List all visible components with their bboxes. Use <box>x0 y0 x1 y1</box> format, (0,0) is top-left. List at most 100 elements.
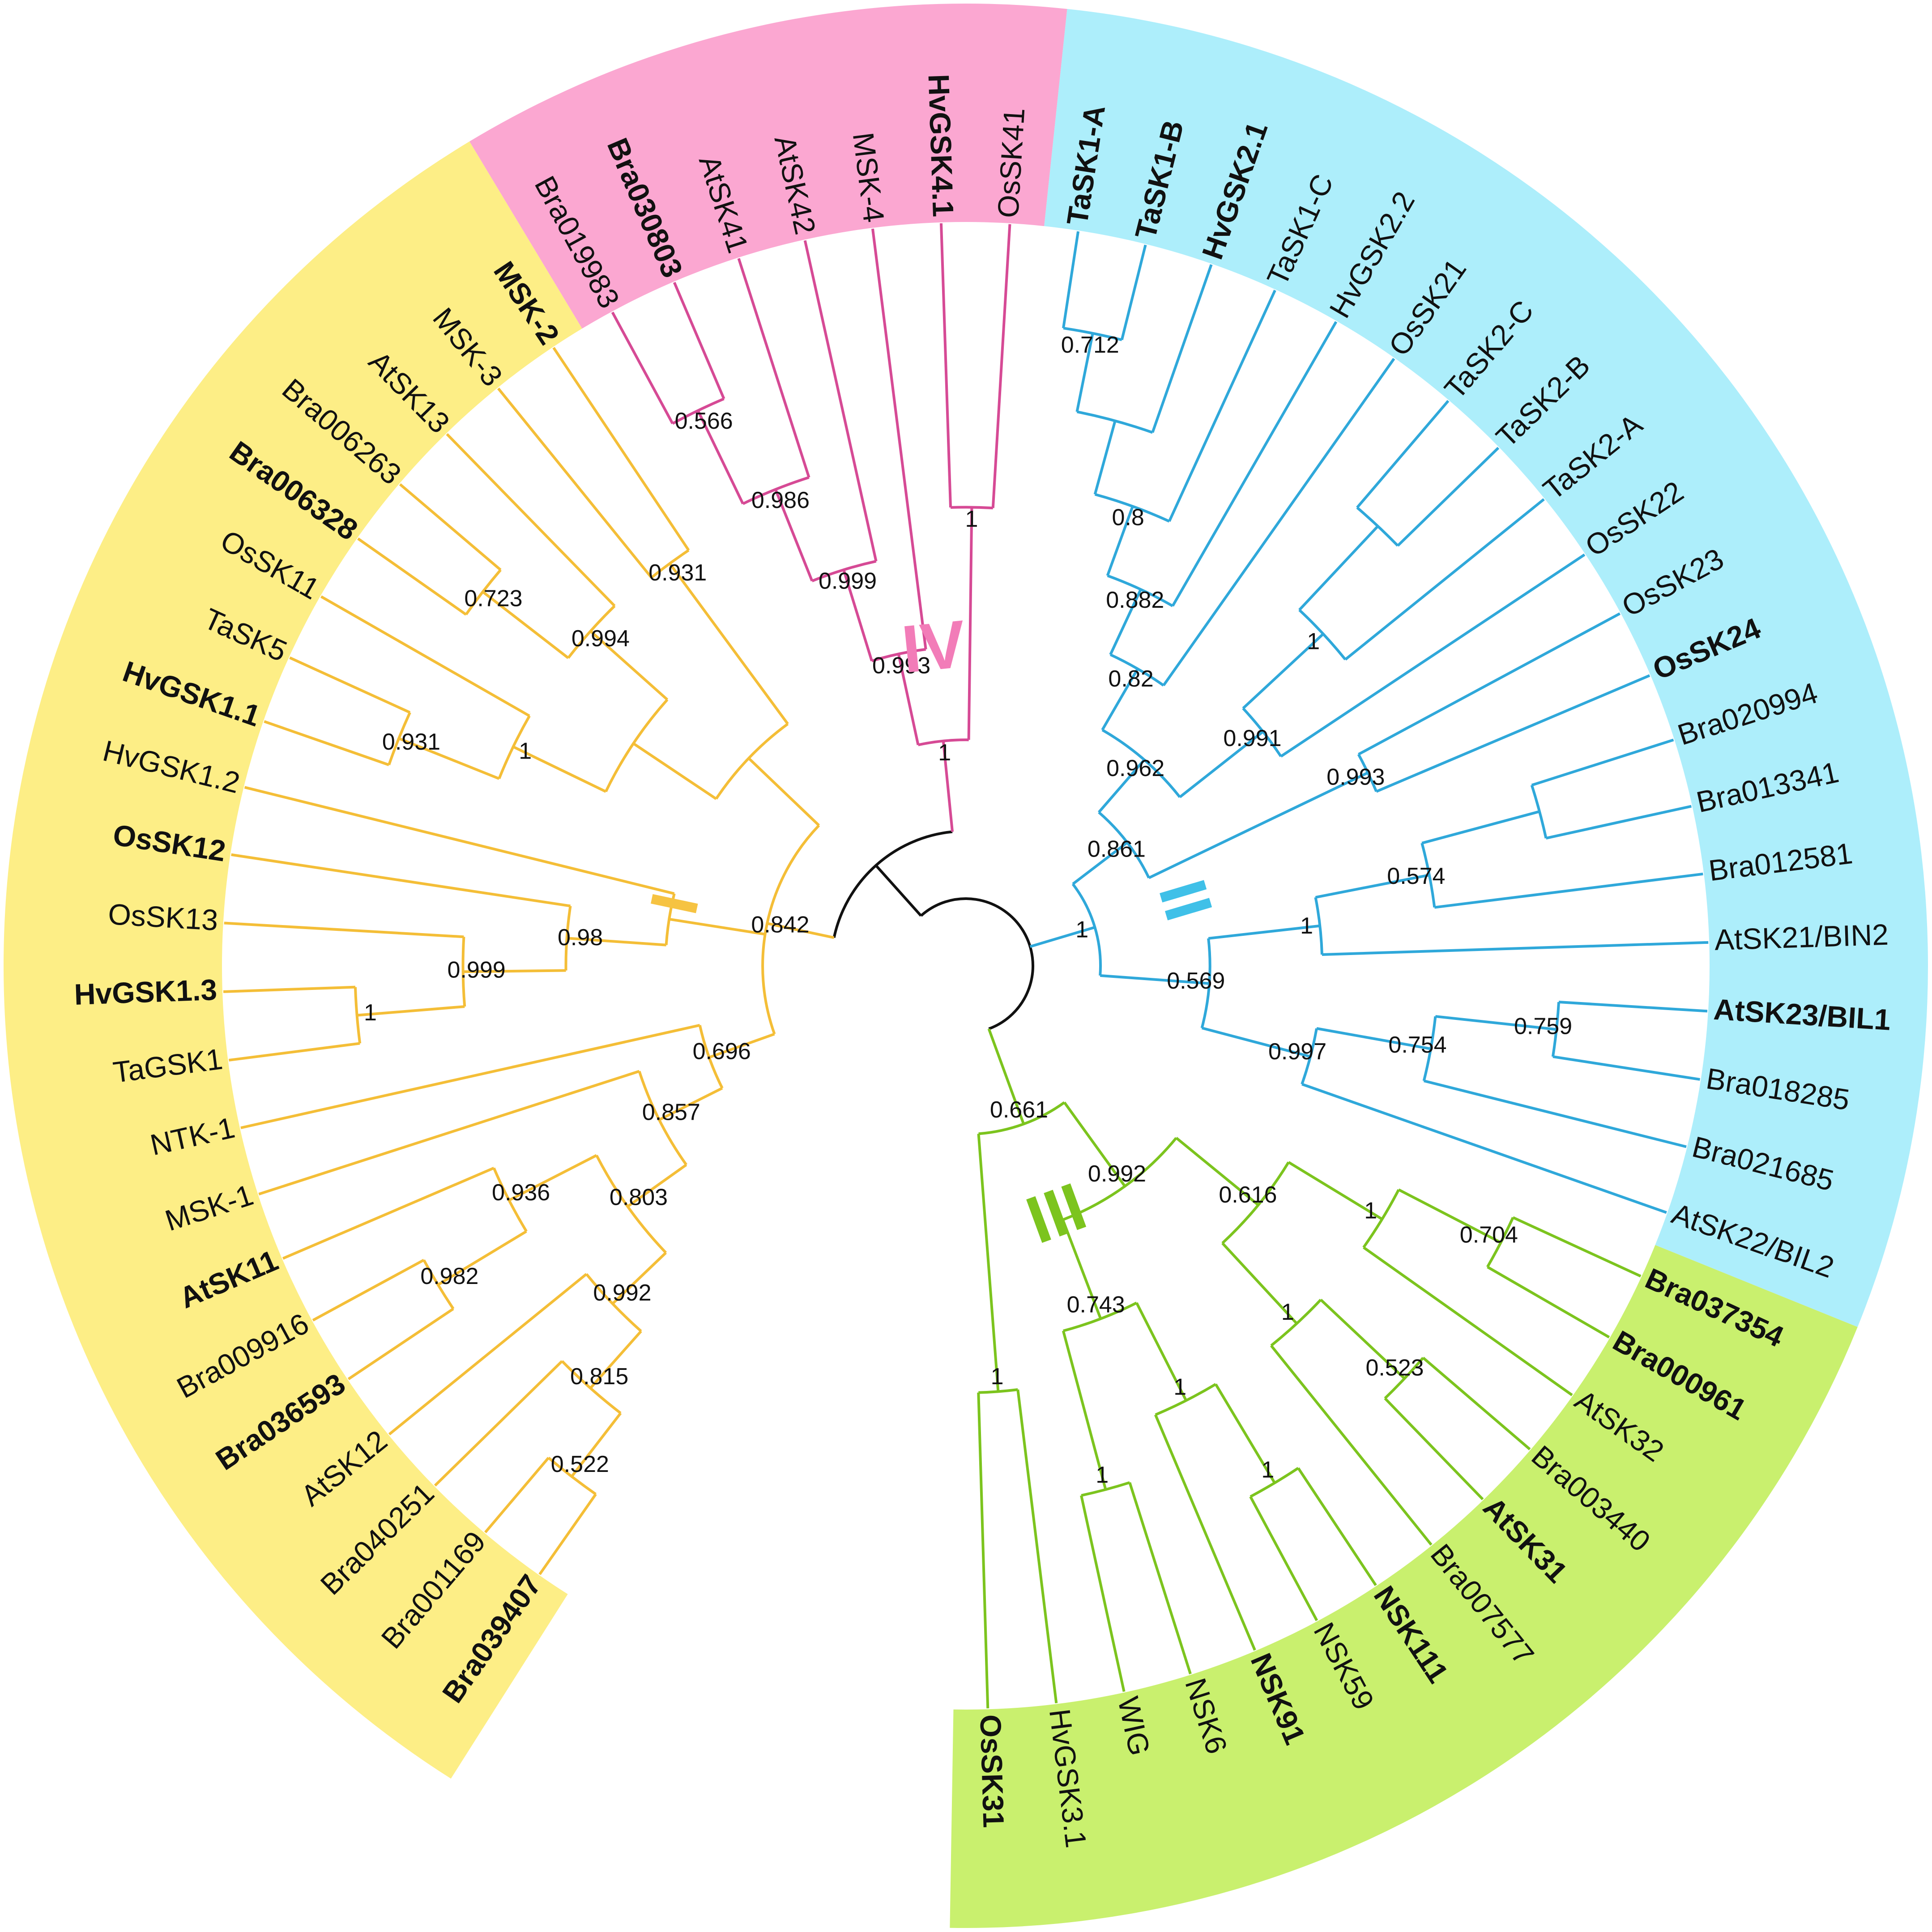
branch-arc <box>1242 707 1282 757</box>
branch-line <box>320 595 530 717</box>
branch-arc <box>1530 785 1548 839</box>
branch-line <box>264 720 390 766</box>
branch-arc <box>1094 493 1170 523</box>
support-value: 0.704 <box>1460 1222 1518 1248</box>
branch-line <box>508 1154 597 1202</box>
branch-line <box>871 228 927 650</box>
branch-arc <box>742 476 810 505</box>
leaf-label: HvGSK4.1 <box>922 74 960 218</box>
branch-line <box>1101 668 1139 731</box>
support-value: 0.986 <box>751 487 810 513</box>
branch-line <box>484 1457 550 1533</box>
support-value: 0.842 <box>751 912 809 938</box>
support-value: 0.931 <box>648 560 707 586</box>
branch-arc <box>1107 574 1173 607</box>
support-value: 0.861 <box>1088 836 1146 862</box>
branch-line <box>1100 974 1210 985</box>
branch-line <box>1422 1356 1531 1450</box>
support-value: 0.999 <box>819 568 877 594</box>
branch-line <box>1214 1383 1276 1484</box>
branch-line <box>708 1032 775 1059</box>
branch-arc <box>665 893 676 945</box>
branch-line <box>1545 805 1692 840</box>
support-value: 0.997 <box>1268 1039 1326 1065</box>
support-value: 0.712 <box>1061 332 1119 358</box>
branch-line <box>1201 1027 1311 1058</box>
branch-line <box>1531 738 1674 787</box>
support-value: 0.803 <box>610 1184 668 1210</box>
branch-line <box>1062 1330 1107 1490</box>
branch-line <box>874 864 922 917</box>
branch-arc <box>1221 1161 1290 1244</box>
branch-line <box>803 240 878 562</box>
clade-band-I <box>3 141 582 1779</box>
branch-line <box>669 917 766 936</box>
support-value: 0.723 <box>464 585 522 611</box>
branch-line <box>1280 553 1586 758</box>
support-value: 0.696 <box>693 1038 751 1064</box>
support-value: 0.566 <box>675 408 733 434</box>
leaf-label: OsSK41 <box>991 107 1031 219</box>
clade-band-II <box>1044 9 1928 1327</box>
branch-arc <box>1301 1028 1318 1085</box>
support-value: 1 <box>519 738 532 764</box>
branch-arc <box>672 397 725 425</box>
leaf-label: AtSK21/BIN2 <box>1714 918 1889 956</box>
branch-line <box>737 258 810 478</box>
branch-arc <box>461 937 466 1007</box>
branch-line <box>658 1087 723 1121</box>
support-value: 0.882 <box>1106 587 1164 613</box>
support-value: 1 <box>1307 629 1320 655</box>
support-value: 0.522 <box>551 1451 609 1477</box>
branch-line <box>231 853 571 908</box>
support-value: 0.523 <box>1365 1355 1424 1381</box>
branch-line <box>497 388 653 579</box>
branch-line <box>1434 872 1703 909</box>
branch-line <box>774 489 814 582</box>
support-value: 1 <box>965 506 978 532</box>
support-value: 1 <box>364 1000 377 1026</box>
branch-arc <box>422 1259 455 1310</box>
branch-line <box>1242 633 1324 709</box>
support-value: 1 <box>1364 1198 1377 1224</box>
branch-line <box>1558 1001 1708 1013</box>
branch-line <box>446 433 616 607</box>
leaf-label: OsSK13 <box>107 897 219 937</box>
branch-line <box>1270 1344 1433 1546</box>
branch-line <box>1249 1496 1318 1621</box>
branch-arc <box>811 560 877 582</box>
branch-line <box>1120 244 1147 341</box>
branch-line <box>1552 1055 1700 1081</box>
branch-arc <box>871 648 926 662</box>
support-value: 0.999 <box>448 957 506 983</box>
branch-line <box>589 630 669 701</box>
support-value: 0.759 <box>1514 1014 1572 1040</box>
branch-line <box>1151 264 1213 433</box>
branch-arc <box>1422 1016 1437 1081</box>
support-value: 1 <box>1281 1299 1294 1325</box>
branch-line <box>1168 290 1276 522</box>
branch-line <box>1435 1015 1557 1031</box>
branch-line <box>512 745 607 793</box>
support-value: 0.661 <box>990 1097 1048 1123</box>
support-value: 0.936 <box>492 1180 550 1206</box>
branch-line <box>842 569 873 661</box>
branch-arc <box>1101 729 1181 798</box>
clade-background-bands <box>3 4 1928 1928</box>
support-value: 0.991 <box>1223 725 1281 751</box>
leaf-label: OsSK31 <box>974 1714 1010 1828</box>
branch-arc <box>1200 938 1211 1028</box>
branch-arc <box>567 605 616 659</box>
branch-line <box>1398 1188 1501 1244</box>
branch-line <box>229 1042 360 1062</box>
branch-line <box>1344 498 1545 661</box>
branch-line <box>571 1412 622 1478</box>
branch-line <box>1356 400 1450 509</box>
branch-arc <box>388 712 411 766</box>
branch-arc <box>1270 1299 1322 1347</box>
support-value: 0.8 <box>1112 504 1144 530</box>
branch-line <box>1016 1389 1058 1703</box>
clade-band-IV <box>469 4 1067 329</box>
branch-line <box>767 922 835 939</box>
